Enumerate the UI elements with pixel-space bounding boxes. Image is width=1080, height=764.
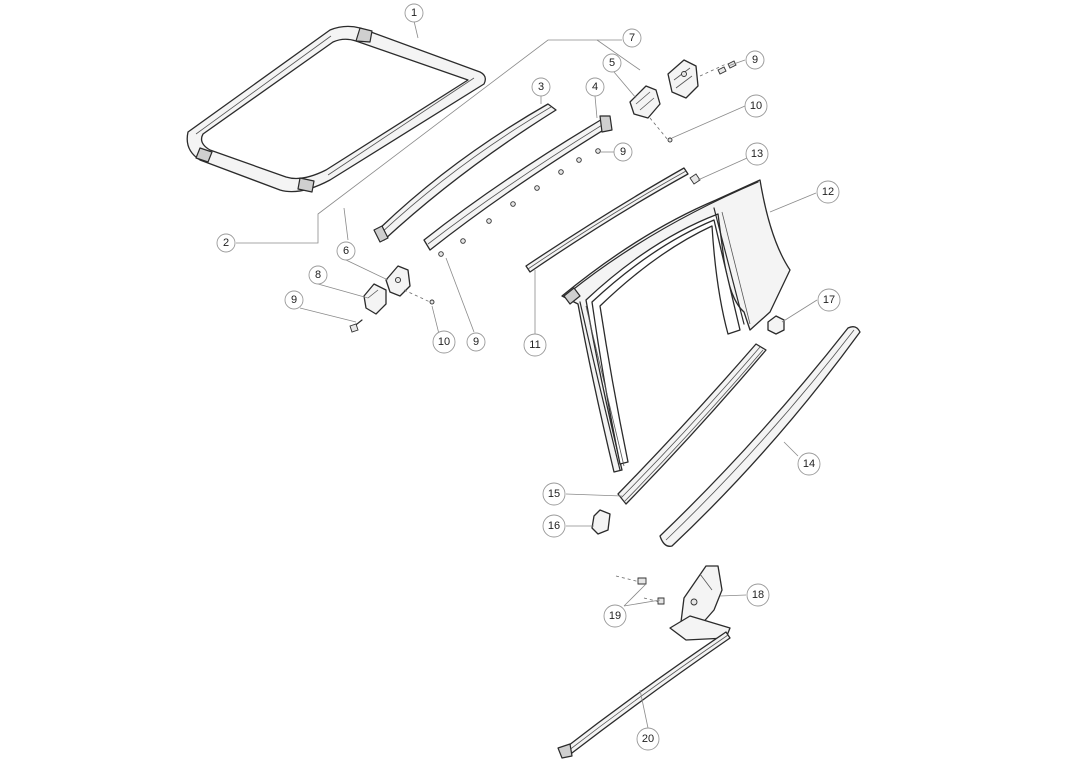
svg-text:16: 16: [548, 520, 560, 532]
callout-16: 16: [542, 514, 566, 538]
part-16-spacer-block[interactable]: [591, 509, 611, 535]
svg-text:12: 12: [822, 186, 834, 198]
part-20-lower-sill-strip[interactable]: [557, 631, 731, 759]
callout-9-upper-right: 9: [745, 50, 765, 70]
callout-3: 3: [531, 77, 551, 97]
callout-5: 5: [602, 53, 622, 73]
callout-2: 2: [216, 233, 236, 253]
svg-text:3: 3: [538, 81, 544, 93]
part-13-screw[interactable]: [689, 173, 701, 185]
part-9-fastener-row: [438, 148, 601, 257]
svg-text:18: 18: [752, 589, 764, 601]
part-14-outer-belt-moulding[interactable]: [659, 326, 861, 547]
callout-9-channel: 9: [613, 142, 633, 162]
part-10-clip-upper: [649, 117, 673, 143]
part-12-door-glass-frame[interactable]: [561, 179, 791, 473]
svg-text:20: 20: [642, 733, 654, 745]
svg-text:1: 1: [411, 7, 417, 19]
part-9-screws-upper: [699, 60, 737, 77]
callout-12: 12: [816, 180, 840, 204]
part-5-bracket[interactable]: [629, 85, 661, 119]
svg-text:2: 2: [223, 237, 229, 249]
svg-text:15: 15: [548, 488, 560, 500]
part-8-bracket[interactable]: [363, 283, 387, 315]
part-19-screws[interactable]: [615, 575, 665, 605]
part-4-roof-channel[interactable]: [423, 115, 613, 251]
callout-14: 14: [797, 452, 821, 476]
part-18-lower-bracket[interactable]: [669, 565, 731, 641]
callout-8: 8: [308, 265, 328, 285]
callout-7: 7: [622, 28, 642, 48]
svg-text:9: 9: [473, 336, 479, 348]
svg-text:4: 4: [592, 81, 598, 93]
svg-text:13: 13: [751, 148, 763, 160]
svg-text:17: 17: [823, 294, 835, 306]
part-17-nut[interactable]: [767, 315, 785, 335]
callout-19: 19: [603, 604, 627, 628]
leader-lines: [236, 20, 818, 729]
part-10-clip-lower: [403, 289, 435, 305]
svg-text:14: 14: [803, 458, 815, 470]
callout-9-left: 9: [284, 290, 304, 310]
callout-4: 4: [585, 77, 605, 97]
svg-text:10: 10: [438, 336, 450, 348]
callout-1: 1: [404, 3, 424, 23]
svg-text:10: 10: [750, 100, 762, 112]
part-9-screw-lower: [349, 319, 363, 333]
svg-text:8: 8: [315, 269, 321, 281]
callout-10-upper: 10: [744, 94, 768, 118]
svg-text:11: 11: [529, 339, 540, 351]
callout-9-bottom: 9: [466, 332, 486, 352]
callout-13: 13: [745, 142, 769, 166]
callout-10-lower: 10: [432, 330, 456, 354]
callout-18: 18: [746, 583, 770, 607]
callout-15: 15: [542, 482, 566, 506]
callout-17: 17: [817, 288, 841, 312]
callout-20: 20: [636, 727, 660, 751]
svg-text:7: 7: [629, 32, 635, 44]
callout-11: 11: [523, 333, 547, 357]
part-3-roof-trim-strip[interactable]: [373, 103, 557, 243]
callout-6: 6: [336, 241, 356, 261]
svg-text:9: 9: [620, 146, 626, 158]
part-7-bracket[interactable]: [667, 59, 699, 99]
part-1-roof-frame-seal[interactable]: [186, 25, 486, 193]
part-6-bracket[interactable]: [385, 265, 411, 297]
svg-text:9: 9: [291, 294, 297, 306]
svg-text:19: 19: [609, 610, 621, 622]
part-15-inner-belt-strip[interactable]: [617, 343, 767, 505]
svg-text:9: 9: [752, 54, 758, 66]
svg-text:6: 6: [343, 245, 349, 257]
svg-text:5: 5: [609, 57, 615, 69]
part-11-window-channel-strip[interactable]: [525, 167, 689, 273]
